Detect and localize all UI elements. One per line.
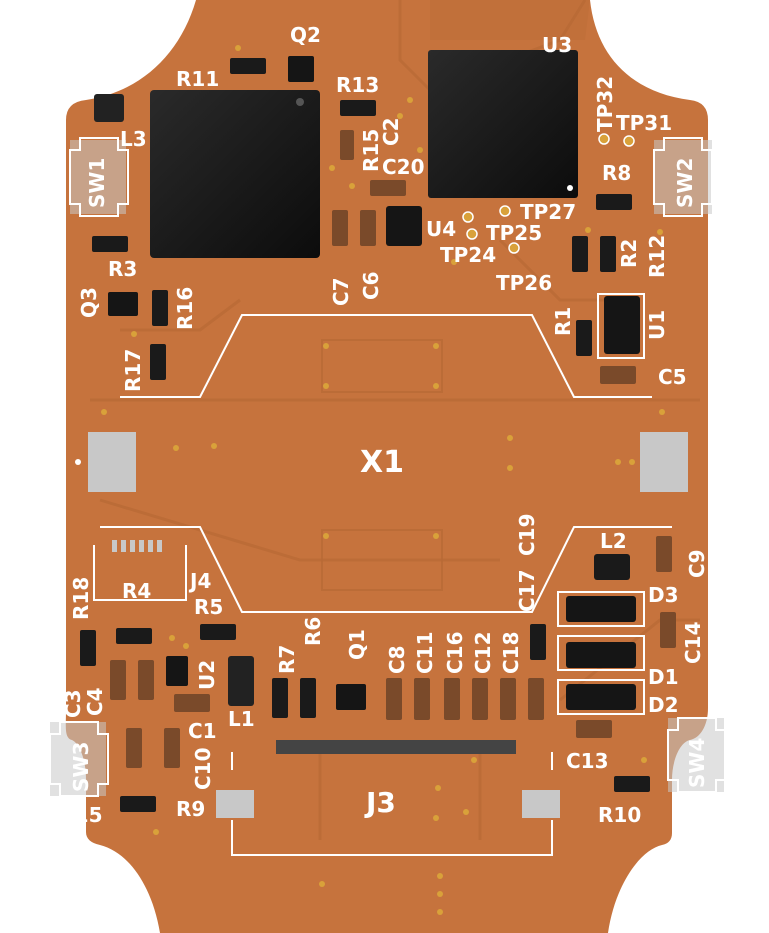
- label-r1: R1: [551, 307, 575, 336]
- label-c15: C15: [60, 803, 103, 827]
- label-c1: C1: [188, 719, 217, 743]
- label-r13: R13: [336, 73, 379, 97]
- label-j4: J4: [188, 569, 211, 593]
- label-r17: R17: [121, 349, 145, 392]
- label-r12: R12: [645, 235, 669, 278]
- label-r6: R6: [301, 617, 325, 646]
- label-tp32: TP32: [593, 76, 617, 132]
- label-d1: D1: [648, 665, 679, 689]
- label-u2: U2: [195, 660, 219, 690]
- ic-u3-pin1: [567, 185, 573, 191]
- label-c6: C6: [359, 271, 383, 300]
- label-u4: U4: [426, 217, 456, 241]
- label-tp31: TP31: [616, 111, 672, 135]
- label-u1: U1: [645, 310, 669, 340]
- label-r18: R18: [69, 577, 93, 620]
- x1-copper-lines: [321, 339, 443, 591]
- label-r7: R7: [275, 645, 299, 674]
- label-r2: R2: [617, 239, 641, 268]
- x1-pad-right: [640, 432, 688, 492]
- silk-boxes: [93, 293, 645, 856]
- label-q2: Q2: [290, 23, 321, 47]
- label-c19: C19: [515, 513, 539, 556]
- ic-left-body: [150, 90, 320, 258]
- label-c18: C18: [499, 631, 523, 674]
- x1-pad-left: [88, 432, 136, 492]
- label-u3: U3: [542, 33, 572, 57]
- label-tp24: TP24: [440, 243, 496, 267]
- label-tp27: TP27: [520, 200, 576, 224]
- label-j3: J3: [364, 786, 396, 819]
- silk-labels: Q2 U3 R11 R13 L3 C2 R15 TP32 TP31 C20 R8…: [60, 23, 709, 827]
- test-points: [462, 133, 635, 254]
- label-c11: C11: [413, 631, 437, 674]
- label-q1: Q1: [345, 629, 369, 660]
- label-c17: C17: [515, 569, 539, 612]
- label-sw4: SW4: [685, 738, 709, 788]
- label-c13: C13: [566, 749, 609, 773]
- label-c5: C5: [658, 365, 687, 389]
- label-sw3: SW3: [69, 742, 93, 792]
- label-c16: C16: [443, 631, 467, 674]
- vias: [101, 45, 665, 915]
- switches: [49, 137, 727, 797]
- label-c3: C3: [61, 689, 85, 718]
- label-c10: C10: [191, 747, 215, 790]
- copper-pour: [430, 0, 590, 40]
- j3-connector: [216, 740, 560, 818]
- ic-left-pin1: [296, 98, 304, 106]
- label-q3: Q3: [77, 287, 101, 318]
- label-l1: L1: [228, 707, 255, 731]
- label-tp26: TP26: [496, 271, 552, 295]
- label-r11: R11: [176, 67, 219, 91]
- label-c4: C4: [83, 687, 107, 716]
- label-r9: R9: [176, 797, 205, 821]
- smd-components: [80, 56, 676, 812]
- pin1-dot: [75, 459, 81, 465]
- ic-u3-body: [428, 50, 578, 198]
- label-tp25: TP25: [486, 221, 542, 245]
- label-sw1: SW1: [85, 158, 109, 208]
- label-d2: D2: [648, 693, 679, 717]
- label-d3: D3: [648, 583, 679, 607]
- label-l2: L2: [600, 529, 627, 553]
- label-r3: R3: [108, 257, 137, 281]
- label-c8: C8: [385, 645, 409, 674]
- label-c7: C7: [329, 277, 353, 306]
- label-sw2: SW2: [673, 158, 697, 208]
- label-l3: L3: [120, 127, 147, 151]
- label-r15: R15: [359, 129, 383, 172]
- j4-pins: [112, 540, 162, 552]
- label-c2: C2: [379, 117, 403, 146]
- label-c9: C9: [685, 549, 709, 578]
- label-c12: C12: [471, 631, 495, 674]
- label-r16: R16: [173, 287, 197, 330]
- label-r4: R4: [122, 579, 151, 603]
- label-r5: R5: [194, 595, 223, 619]
- label-c14: C14: [681, 621, 705, 664]
- label-r10: R10: [598, 803, 641, 827]
- label-r8: R8: [602, 161, 631, 185]
- x1-outline: [100, 314, 672, 613]
- label-c20: C20: [382, 155, 425, 179]
- label-x1: X1: [360, 445, 404, 480]
